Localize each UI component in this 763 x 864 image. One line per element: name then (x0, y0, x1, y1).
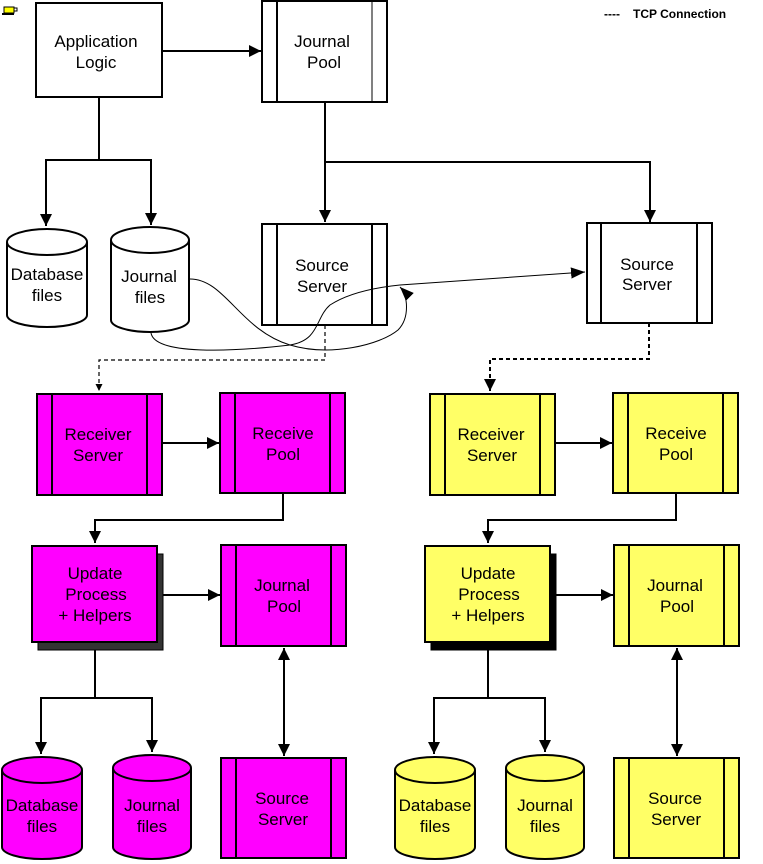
label-line: Database (11, 265, 84, 284)
label-line: files (420, 817, 450, 836)
label-line: Update (461, 564, 516, 583)
app-icon (2, 6, 18, 15)
label-line: Source (648, 789, 702, 808)
update-process-box[interactable]: Update Process + Helpers (31, 545, 164, 651)
journal-pool-box[interactable]: Journal Pool (220, 544, 347, 647)
journal-files-cylinder[interactable]: Journal files (505, 754, 585, 860)
label-line: + Helpers (58, 606, 131, 625)
label-line: Pool (307, 53, 341, 72)
label-line: Process (65, 585, 126, 604)
journal-files-cylinder[interactable]: Journal files (112, 754, 192, 860)
journal-pool-box[interactable]: Journal Pool (261, 0, 388, 103)
label-line: Server (258, 810, 308, 829)
label-line: Receiver (64, 425, 131, 444)
database-files-cylinder[interactable]: Database files (1, 756, 83, 860)
application-logic-box[interactable]: Application Logic (35, 2, 163, 98)
label-line: Logic (76, 53, 117, 72)
journal-files-read-curve-1 (189, 278, 414, 351)
receive-pool-box[interactable]: Receive Pool (219, 392, 346, 494)
label-line: Pool (659, 445, 693, 464)
label-line: files (27, 817, 57, 836)
label-line: Server (297, 277, 347, 296)
label-line: Pool (266, 445, 300, 464)
update-to-files-trunk (434, 650, 545, 699)
label-line: Journal (254, 576, 310, 595)
update-process-box[interactable]: Update Process + Helpers (424, 545, 557, 651)
label-line: Source (255, 789, 309, 808)
label-line: Receiver (457, 425, 524, 444)
label-line: Server (622, 275, 672, 294)
label-line: Server (73, 446, 123, 465)
database-files-cylinder[interactable]: Database files (6, 228, 88, 328)
database-files-cylinder[interactable]: Database files (394, 756, 476, 860)
label-line: Server (467, 446, 517, 465)
label-line: Source (620, 255, 674, 274)
label-line: + Helpers (451, 606, 524, 625)
journal-files-read-curve-2 (150, 267, 586, 351)
source-server-2-box[interactable]: Source Server (586, 222, 713, 324)
secondary-site-a: Receiver Server Receive Pool Update Proc… (1, 392, 347, 860)
label-line: Pool (267, 597, 301, 616)
label-line: Application (54, 32, 137, 51)
label-line: Receive (252, 424, 313, 443)
secondary-site-b: Receiver Server Receive Pool Update Proc… (394, 392, 740, 860)
receive-pool-box[interactable]: Receive Pool (612, 392, 739, 494)
arrow-pool-to-update (89, 493, 284, 543)
receiver-server-box[interactable]: Receiver Server (36, 393, 163, 496)
label-line: Server (651, 810, 701, 829)
source-server-1-box[interactable]: Source Server (261, 223, 388, 326)
label-line: Database (6, 796, 79, 815)
label-line: Journal (647, 576, 703, 595)
journal-pool-box[interactable]: Journal Pool (613, 544, 740, 647)
journal-pool-trunk (324, 102, 651, 163)
label-line: Database (399, 796, 472, 815)
label-line: Journal (517, 796, 573, 815)
primary-site: Application Logic Journal Pool Database … (6, 0, 713, 391)
label-line: Pool (660, 597, 694, 616)
label-line: Receive (645, 424, 706, 443)
legend-line-style: ---- (604, 7, 620, 21)
source-server-box[interactable]: Source Server (220, 757, 347, 859)
label-line: files (530, 817, 560, 836)
arrow-pool-to-update (482, 493, 677, 543)
legend: ---- TCP Connection (604, 7, 726, 21)
label-line: Journal (124, 796, 180, 815)
tcp-connection-2 (484, 323, 650, 391)
tcp-connection-1 (95, 325, 326, 391)
update-to-files-trunk (41, 650, 152, 699)
label-line: Journal (121, 267, 177, 286)
label-line: Source (295, 256, 349, 275)
label-line: Journal (294, 32, 350, 51)
label-line: files (137, 817, 167, 836)
journal-files-cylinder[interactable]: Journal files (110, 226, 190, 333)
label-line: files (135, 288, 165, 307)
legend-label: TCP Connection (633, 7, 726, 21)
label-line: files (32, 286, 62, 305)
source-server-box[interactable]: Source Server (613, 757, 740, 859)
label-line: Update (68, 564, 123, 583)
label-line: Process (458, 585, 519, 604)
receiver-server-box[interactable]: Receiver Server (429, 393, 556, 496)
arrow-app-to-files (46, 97, 151, 161)
